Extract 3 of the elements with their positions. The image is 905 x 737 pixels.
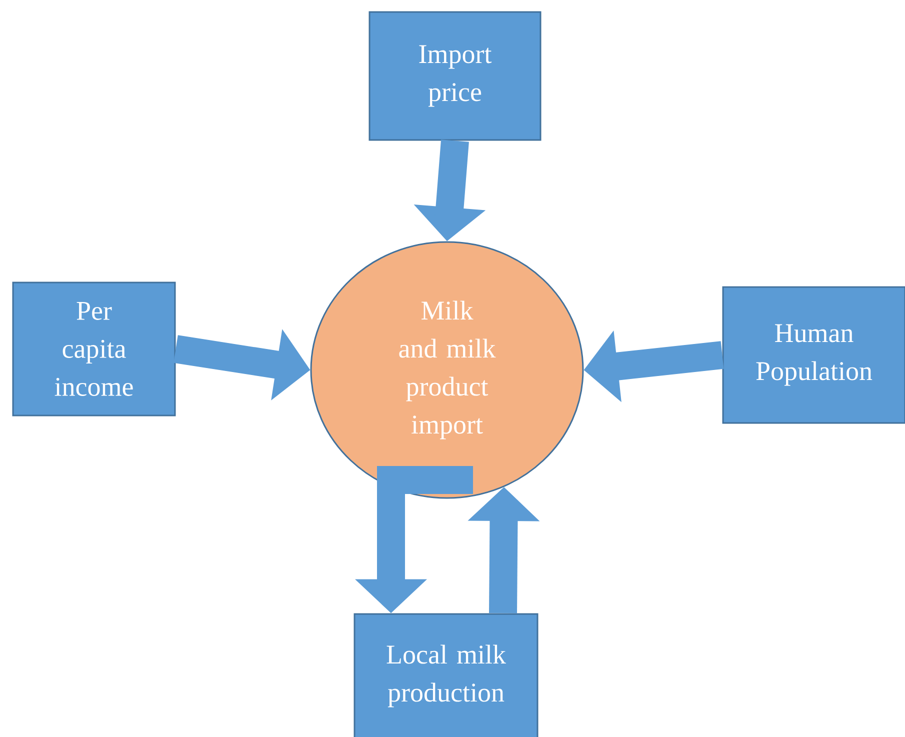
process-box: Import price — [368, 11, 542, 141]
process-box: Human Population — [722, 286, 905, 424]
process-box: Per capita income — [12, 282, 176, 416]
